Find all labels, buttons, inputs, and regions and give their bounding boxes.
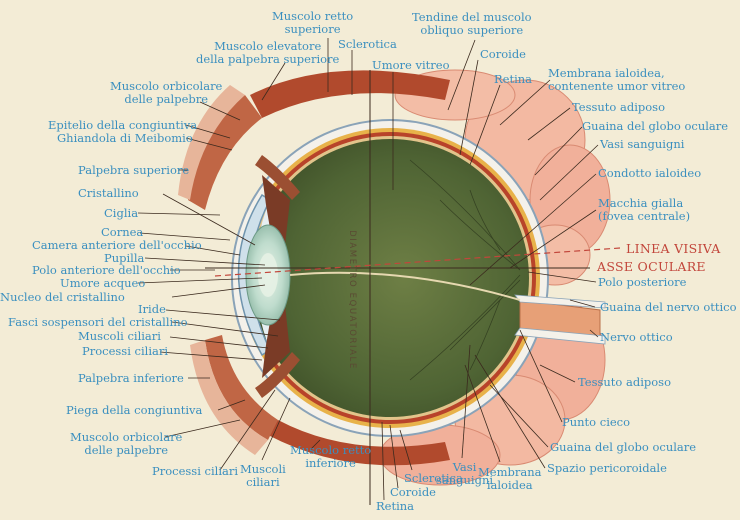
label-retina-top: Retina [494,72,533,86]
label-cristallino: Cristallino [78,186,139,200]
label-guaina-globo-top: Guaina del globo oculare [582,119,729,133]
label-nucleo-cristallino: Nucleo del cristallino [0,290,125,304]
label-vasi-sanguigni-top: Vasi sanguigni [600,137,685,151]
ciliary-body-upper [255,155,300,200]
label-sclerotica-bottom: Sclerotica [404,471,463,485]
label-linea-visiva: LINEA VISIVA [626,241,721,256]
label-iride: Iride [138,302,166,316]
label-coroide-top: Coroide [480,47,526,61]
vitreous-body [251,139,529,417]
superior-rectus-muscle [250,70,450,118]
label-nervo-ottico: Nervo ottico [600,330,673,344]
upper-eyelid-skin [178,85,245,200]
label-condotto-ialoideo: Condotto ialoideo [598,166,702,180]
label-processi-ciliari-left: Processi ciliari [82,344,169,358]
iris-lower [262,305,290,378]
label-muscoli-ciliari-bottom: Muscoli ciliari [240,462,286,489]
label-muscolo-retto-superiore: Muscolo retto superiore [272,9,354,36]
leader-lines [137,38,599,501]
ciliary-body-lower [255,352,300,398]
label-muscolo-retto-inferiore: Muscolo retto inferiore [290,443,372,470]
label-polo-anteriore: Polo anteriore dell'occhio [32,263,181,277]
label-umore-vitreo: Umore vitreo [372,58,450,72]
label-fasci-sospensori: Fasci sospensori del cristallino [8,315,188,329]
lower-eyelid [205,335,278,440]
label-polo-posteriore: Polo posteriore [598,275,687,289]
label-epitelio: Epitelio della congiuntiva [48,118,198,132]
label-orbicolare-sup: Muscolo orbicolare delle palpebre [110,79,223,106]
label-guaina-nervo: Guaina del nervo ottico [600,300,737,314]
label-pupilla: Pupilla [104,251,145,265]
label-tessuto-adiposo-top: Tessuto adiposo [572,100,665,114]
label-retina-bottom: Retina [376,499,415,513]
label-orbicolare-inf: Muscolo orbicolare delle palpebre [70,430,183,457]
label-membrana-ialoidea-bottom: Membrana ialoidea [478,465,542,492]
label-asse-oculare: ASSE OCULARE [597,259,706,274]
label-ciglia: Ciglia [104,206,139,220]
visual-axis-line [214,247,621,277]
label-piega-congiuntiva: Piega della congiuntiva [66,403,203,417]
label-umore-acqueo: Umore acqueo [60,276,146,290]
label-palpebra-superiore: Palpebra superiore [78,163,190,177]
equatorial-diameter-label: DIAMETRO EQUATORIALE [347,230,357,370]
inferior-rectus-muscle [268,420,450,466]
label-membrana-ialoidea-top: Membrana ialoidea, contenente umor vitre… [548,66,686,93]
optic-nerve-sheath-lower [514,327,606,345]
upper-eyelid [188,95,262,210]
label-punto-cieco: Punto cieco [562,415,631,429]
label-processi-ciliari-bottom: Processi ciliari [152,464,239,478]
label-cornea: Cornea [101,225,144,239]
label-camera-anteriore: Camera anteriore dell'occhio [32,238,202,252]
label-macchia-gialla: Macchia gialla (fovea centrale) [598,196,691,223]
label-muscoli-ciliari-left: Muscoli ciliari [78,329,161,343]
lens-nucleus [258,253,278,297]
hyaloid-canal [289,271,521,301]
label-guaina-globo-bottom: Guaina del globo oculare [550,440,697,454]
lower-eyelid-skin [190,340,268,455]
label-palpebra-inferiore: Palpebra inferiore [78,371,184,385]
label-meibomio: Ghiandola di Meibomio [57,131,193,145]
label-vasi-sanguigni-bottom: Vasi sanguigni [436,460,494,487]
label-elevatore: Muscolo elevatore della palpebra superio… [196,39,340,66]
label-sclerotica-top: Sclerotica [338,37,397,51]
label-coroide-bottom: Coroide [390,485,436,499]
iris-upper [262,175,290,245]
label-spazio-pericoroidale: Spazio pericoroidale [547,461,667,475]
label-tessuto-adiposo-bottom: Tessuto adiposo [578,375,671,389]
label-tendine-obliquo: Tendine del muscolo obliquo superiore [412,10,532,37]
